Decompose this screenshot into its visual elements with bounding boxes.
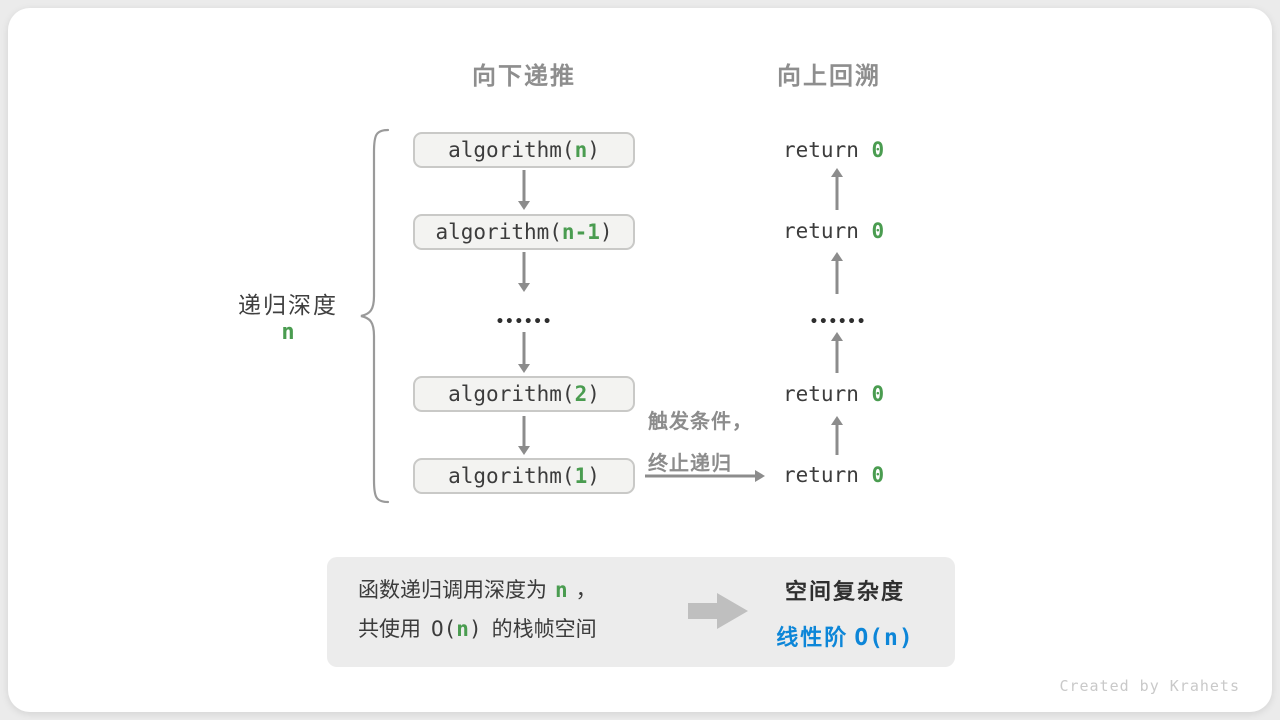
ellipsis-left: •••••• bbox=[495, 314, 553, 330]
trigger-condition-line2: 终止递归 bbox=[648, 453, 732, 475]
summary-line2-pre: 共使用 bbox=[358, 618, 421, 641]
summary-line2-var: n bbox=[456, 617, 469, 641]
call-box-1-pre: algorithm( bbox=[448, 464, 575, 488]
summary-line2-code-open: O( bbox=[431, 617, 457, 641]
call-box-n-arg: n bbox=[574, 138, 588, 162]
recursion-depth-label: 递归深度 bbox=[238, 292, 338, 318]
grade-notation: O(n) bbox=[854, 625, 914, 651]
header-downward-recursion: 向下递推 bbox=[472, 63, 576, 90]
call-box-1-arg: 1 bbox=[574, 464, 588, 488]
arrow-down-1 bbox=[517, 170, 531, 210]
watermark-credit: Created by Krahets bbox=[1059, 677, 1240, 695]
call-box-2-arg: 2 bbox=[574, 382, 588, 406]
call-box-n-1-arg: n-1 bbox=[561, 220, 600, 244]
return-line-1: return 0 bbox=[783, 137, 884, 163]
summary-line2-post: 的栈帧空间 bbox=[491, 618, 597, 641]
return-3-keyword: return bbox=[783, 382, 872, 406]
call-box-2-post: ) bbox=[587, 382, 600, 406]
return-1-value: 0 bbox=[871, 138, 885, 162]
summary-line-1: 函数递归调用深度为 n ， bbox=[358, 571, 597, 610]
arrow-up-1 bbox=[830, 168, 844, 210]
arrow-right-terminate bbox=[645, 469, 765, 483]
call-box-1: algorithm(1) bbox=[413, 458, 635, 494]
summary-line1-pre: 函数递归调用深度为 bbox=[358, 579, 547, 602]
summary-line2-code-close: ) bbox=[468, 617, 482, 641]
arrow-down-2 bbox=[517, 252, 531, 292]
call-box-2-pre: algorithm( bbox=[448, 382, 575, 406]
return-2-value: 0 bbox=[871, 219, 885, 243]
call-box-n-1: algorithm(n-1) bbox=[413, 214, 635, 250]
arrow-down-3 bbox=[517, 332, 531, 373]
recursion-depth-value: n bbox=[281, 320, 295, 345]
curly-brace bbox=[360, 128, 390, 504]
call-box-n: algorithm(n) bbox=[413, 132, 635, 168]
return-3-value: 0 bbox=[871, 382, 885, 406]
figure-card: 向下递推 向上回溯 递归深度 n algorithm(n) algorithm(… bbox=[8, 8, 1272, 712]
call-box-n-1-post: ) bbox=[599, 220, 613, 244]
space-complexity-title: 空间复杂度 bbox=[784, 579, 905, 604]
return-line-4: return 0 bbox=[783, 462, 884, 488]
implies-arrow bbox=[688, 593, 748, 629]
arrow-up-2 bbox=[830, 252, 844, 294]
arrow-up-3 bbox=[830, 332, 844, 373]
summary-panel bbox=[327, 557, 955, 667]
header-upward-backtrack: 向上回溯 bbox=[777, 63, 881, 90]
call-box-1-post: ) bbox=[587, 464, 600, 488]
summary-line1-var: n bbox=[555, 578, 568, 602]
call-box-n-pre: algorithm( bbox=[448, 138, 575, 162]
call-box-n-post: ) bbox=[587, 138, 600, 162]
arrow-up-4 bbox=[830, 416, 844, 455]
return-line-2: return 0 bbox=[783, 218, 884, 244]
return-line-3: return 0 bbox=[783, 381, 884, 407]
summary-line1-post: ， bbox=[575, 579, 597, 602]
return-2-keyword: return bbox=[783, 219, 872, 243]
summary-line-2: 共使用 O(n) 的栈帧空间 bbox=[358, 610, 597, 649]
return-1-keyword: return bbox=[783, 138, 872, 162]
return-4-value: 0 bbox=[871, 463, 885, 487]
call-box-n-1-pre: algorithm( bbox=[435, 220, 562, 244]
grade-label: 线性阶 bbox=[776, 625, 849, 650]
return-4-keyword: return bbox=[783, 463, 872, 487]
call-box-2: algorithm(2) bbox=[413, 376, 635, 412]
arrow-down-4 bbox=[517, 416, 531, 455]
ellipsis-right: •••••• bbox=[809, 314, 867, 330]
trigger-condition-line1: 触发条件， bbox=[648, 411, 753, 433]
